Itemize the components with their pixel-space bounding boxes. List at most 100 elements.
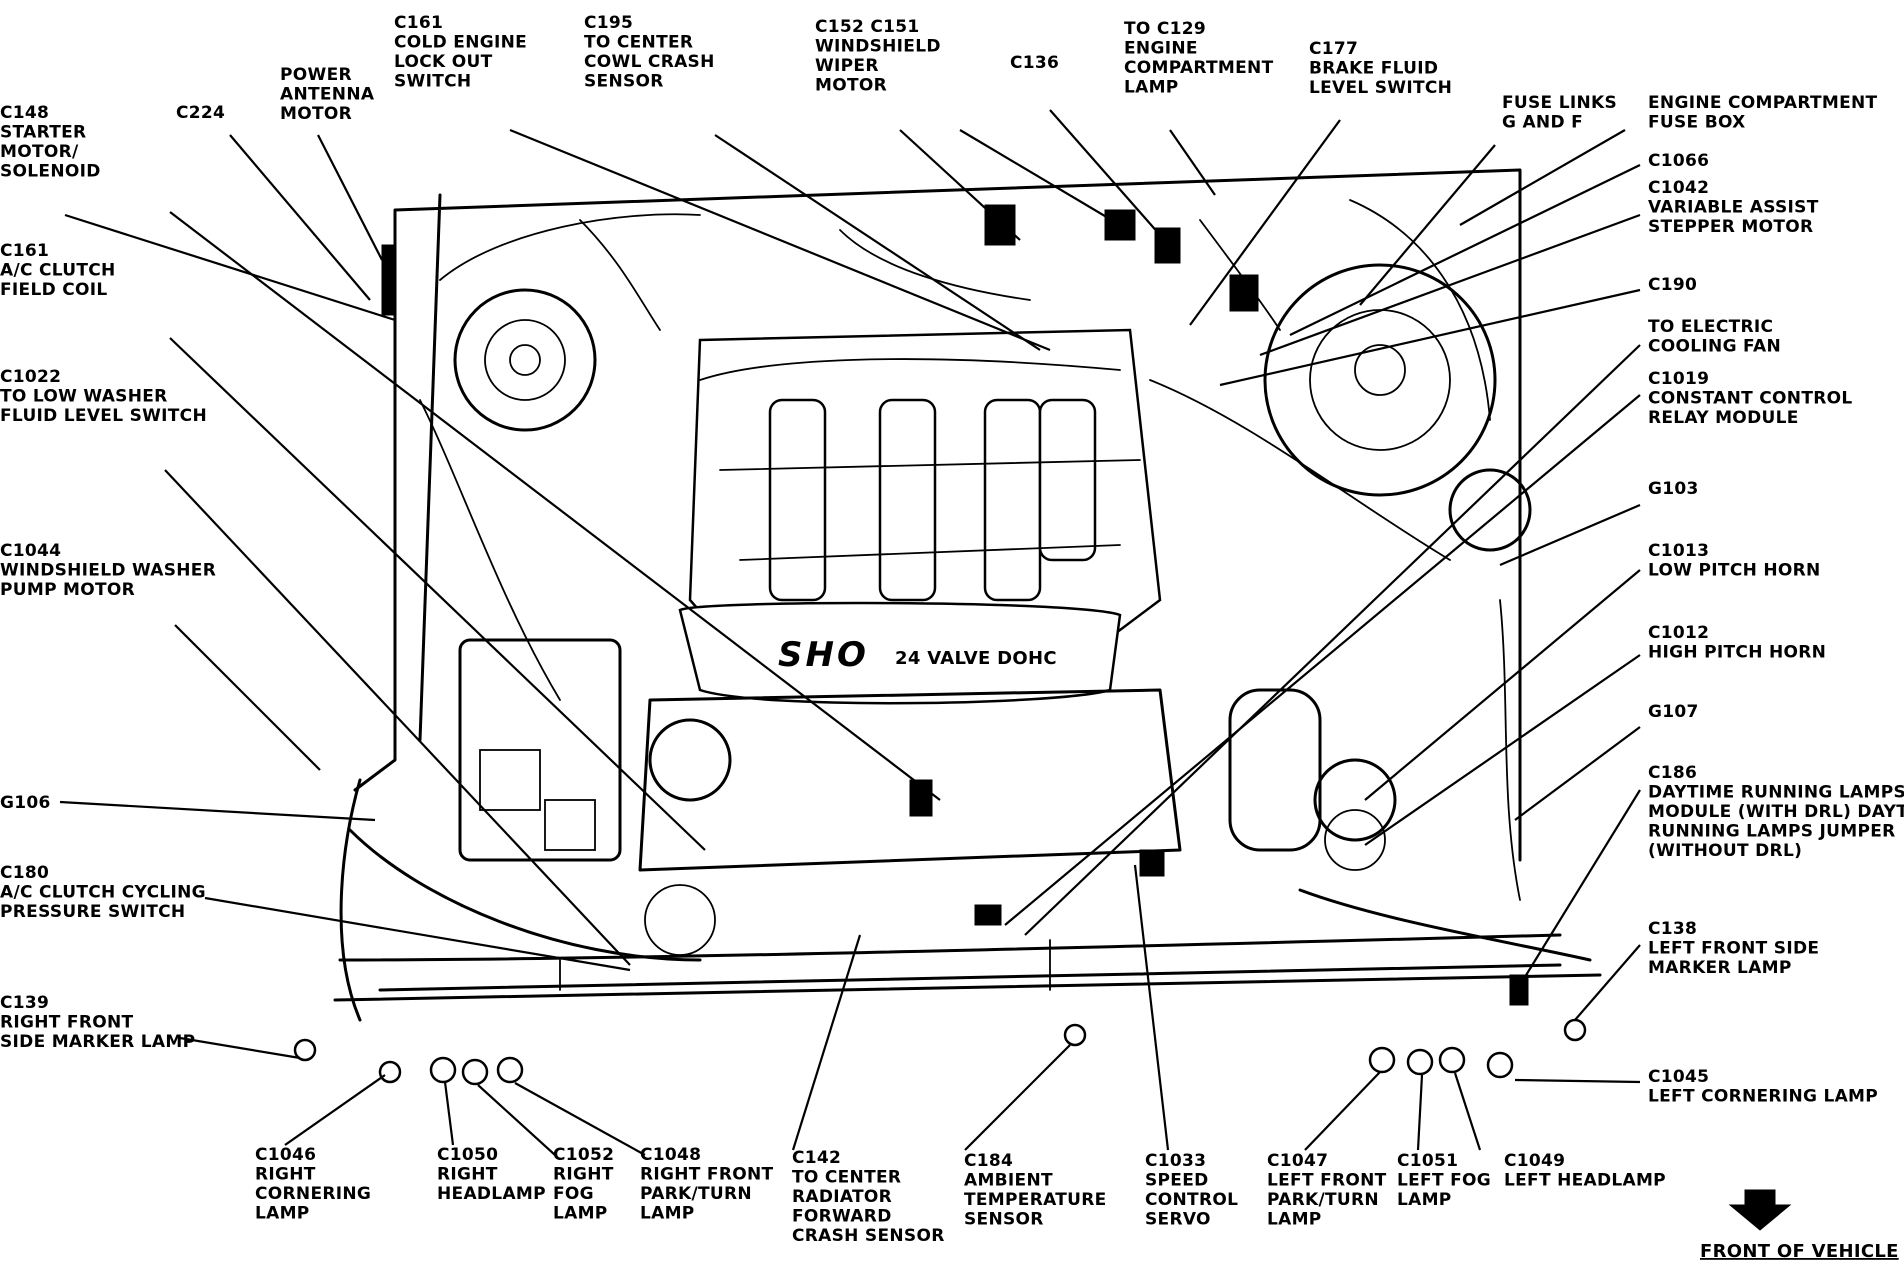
label-line: POWER bbox=[280, 65, 352, 85]
label-line: FLUID LEVEL SWITCH bbox=[0, 406, 207, 426]
label-line: FORWARD bbox=[792, 1207, 892, 1227]
label-line: RIGHT bbox=[553, 1165, 614, 1185]
label-line: SERVO bbox=[1145, 1210, 1211, 1230]
leader-c1066 bbox=[1289, 164, 1641, 336]
label-line: TO LOW WASHER bbox=[0, 387, 168, 407]
label-line: MOTOR bbox=[815, 76, 887, 96]
label-c224: C224 bbox=[176, 103, 225, 123]
leader-fuse-links bbox=[1359, 144, 1496, 306]
leader-c139 bbox=[179, 1036, 301, 1060]
label-line: RADIATOR bbox=[792, 1187, 892, 1207]
label-line: PUMP MOTOR bbox=[0, 580, 135, 600]
leader-c1048 bbox=[514, 1082, 646, 1156]
label-line: RIGHT FRONT bbox=[640, 1165, 773, 1185]
label-line: C224 bbox=[176, 103, 225, 123]
leader-c1042 bbox=[1259, 213, 1641, 357]
label-line: COLD ENGINE bbox=[394, 33, 527, 53]
label-line: PRESSURE SWITCH bbox=[0, 902, 185, 922]
label-line: WINDSHIELD WASHER bbox=[0, 561, 216, 581]
label-line: SOLENOID bbox=[0, 162, 101, 182]
label-line: C1049 bbox=[1504, 1151, 1565, 1171]
leader-c1051 bbox=[1416, 1074, 1424, 1151]
label-line: TO CENTER bbox=[584, 33, 693, 53]
leader-g103 bbox=[1499, 503, 1641, 567]
label-c190: C190 bbox=[1648, 275, 1697, 295]
label-line: C161 bbox=[0, 241, 49, 261]
front-of-vehicle-indicator: FRONT OF VEHICLE bbox=[1700, 1189, 1899, 1262]
label-line: SENSOR bbox=[584, 72, 664, 92]
label-line: LAMP bbox=[1267, 1210, 1322, 1230]
label-line: LEFT FRONT SIDE bbox=[1648, 939, 1819, 959]
label-line: WIPER bbox=[815, 56, 879, 76]
label-line: C1051 bbox=[1397, 1151, 1458, 1171]
label-line: RUNNING LAMPS JUMPER bbox=[1648, 822, 1896, 842]
label-line: CONSTANT CONTROL bbox=[1648, 389, 1853, 409]
label-line: RELAY MODULE bbox=[1648, 408, 1799, 428]
leader-c224 bbox=[229, 134, 371, 301]
leader-c1013 bbox=[1364, 569, 1641, 801]
leader-c1012 bbox=[1364, 654, 1641, 846]
label-line: LEVEL SWITCH bbox=[1309, 78, 1452, 98]
label-line: RIGHT bbox=[437, 1165, 498, 1185]
engine-badge-text: 24 VALVE DOHC bbox=[895, 648, 1057, 669]
label-line: FUSE LINKS bbox=[1502, 93, 1617, 113]
label-line: G AND F bbox=[1502, 113, 1583, 133]
label-line: C136 bbox=[1010, 53, 1059, 73]
label-line: LAMP bbox=[1124, 78, 1179, 98]
label-c1066: C1066 bbox=[1648, 151, 1709, 171]
leader-c186 bbox=[1519, 789, 1641, 986]
leader-c1044 bbox=[164, 469, 631, 966]
label-line: LEFT CORNERING LAMP bbox=[1648, 1087, 1878, 1107]
leader-c148 bbox=[64, 213, 396, 322]
label-line: FUSE BOX bbox=[1648, 113, 1746, 133]
leader-c177 bbox=[1189, 119, 1341, 326]
label-line: PARK/TURN bbox=[640, 1184, 752, 1204]
label-line: G106 bbox=[0, 793, 51, 813]
label-line: C138 bbox=[1648, 919, 1697, 939]
leader-c138 bbox=[1574, 944, 1641, 1021]
leader-fuse-box bbox=[1459, 129, 1626, 226]
leader-c1044-b bbox=[174, 624, 321, 771]
label-line: C1013 bbox=[1648, 541, 1709, 561]
label-line: CORNERING bbox=[255, 1184, 371, 1204]
label-line: SIDE MARKER LAMP bbox=[0, 1032, 195, 1052]
label-line: FIELD COIL bbox=[0, 280, 108, 300]
leader-c152-a bbox=[899, 129, 1021, 241]
label-line: C184 bbox=[964, 1151, 1013, 1171]
label-line: LAMP bbox=[640, 1204, 695, 1224]
label-line: AMBIENT bbox=[964, 1171, 1053, 1191]
leader-g106 bbox=[59, 800, 376, 822]
label-line: C1045 bbox=[1648, 1067, 1709, 1087]
leader-c184 bbox=[964, 1044, 1071, 1151]
label-line: C148 bbox=[0, 103, 49, 123]
label-line: CONTROL bbox=[1145, 1190, 1238, 1210]
label-line: HEADLAMP bbox=[437, 1184, 546, 1204]
label-line: SENSOR bbox=[964, 1210, 1044, 1230]
label-line: C1033 bbox=[1145, 1151, 1206, 1171]
leader-c1019 bbox=[1004, 394, 1641, 926]
label-line: RIGHT FRONT bbox=[0, 1013, 133, 1033]
label-line: C1048 bbox=[640, 1145, 701, 1165]
leader-lines bbox=[59, 109, 1641, 1156]
label-line: C1050 bbox=[437, 1145, 498, 1165]
label-line: ENGINE COMPARTMENT bbox=[1648, 93, 1878, 113]
label-line: TO ELECTRIC bbox=[1648, 317, 1773, 337]
leader-c129 bbox=[1169, 129, 1216, 196]
front-of-vehicle-label: FRONT OF VEHICLE bbox=[1700, 1241, 1899, 1262]
leader-c152-b bbox=[959, 129, 1121, 226]
